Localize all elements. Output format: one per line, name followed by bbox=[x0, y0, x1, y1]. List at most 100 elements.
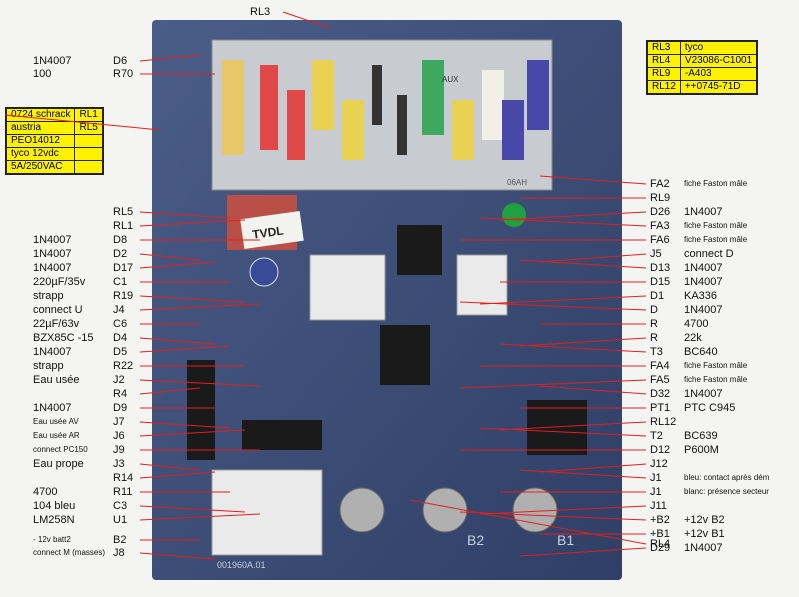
right-label-value: 4700 bbox=[684, 318, 709, 330]
left-label-value: 100 bbox=[33, 68, 52, 80]
left-label-ref: R19 bbox=[113, 290, 134, 302]
left-label-ref: J6 bbox=[113, 430, 125, 442]
right-label-value: fiche Faston mâle bbox=[684, 179, 748, 188]
left-label-value: connect M (masses) bbox=[33, 548, 106, 557]
left-label-ref: R4 bbox=[113, 388, 128, 400]
left-label-ref: D2 bbox=[113, 248, 128, 260]
left-label-value: Eau usée AV bbox=[33, 417, 79, 426]
label-rl4-bottom: RL4 bbox=[650, 538, 671, 550]
left-label-value: - 12v batt2 bbox=[33, 535, 71, 544]
right-label-value: blanc: présence secteur bbox=[684, 487, 769, 496]
right-label-ref: RL9 bbox=[650, 192, 671, 204]
left-label-value: Eau usée AR bbox=[33, 431, 80, 440]
left-label-value: strapp bbox=[33, 360, 64, 372]
left-label-ref: R22 bbox=[113, 360, 134, 372]
right-label-ref: FA2 bbox=[650, 178, 670, 190]
right-label-value: 1N4007 bbox=[684, 304, 723, 316]
left-label-value: 1N4007 bbox=[33, 55, 72, 67]
left-label-ref: U1 bbox=[113, 514, 128, 526]
right-label-value: 1N4007 bbox=[684, 276, 723, 288]
right-label-ref: FA6 bbox=[650, 234, 670, 246]
right-label-ref: J11 bbox=[650, 500, 667, 512]
left-label-ref: D17 bbox=[113, 262, 134, 274]
left-label-ref: R70 bbox=[113, 68, 134, 80]
right-label-ref: D13 bbox=[650, 262, 671, 274]
left-label-value: BZX85C -15 bbox=[33, 332, 94, 344]
right-label-value: 1N4007 bbox=[684, 388, 723, 400]
right-label-ref: D bbox=[650, 304, 658, 316]
right-label-value: 1N4007 bbox=[684, 542, 723, 554]
right-label-ref: FA3 bbox=[650, 220, 670, 232]
relay-rl12 bbox=[380, 325, 430, 385]
left-label-value: 1N4007 bbox=[33, 234, 72, 246]
left-label-ref: R11 bbox=[113, 486, 133, 498]
right-label-ref: FA4 bbox=[650, 360, 670, 372]
left-label-ref: C1 bbox=[113, 276, 128, 288]
left-label-ref: J3 bbox=[113, 458, 125, 470]
right-label-ref: T3 bbox=[650, 346, 663, 358]
left-label-value: Eau prope bbox=[33, 458, 84, 470]
right-label-ref: RL12 bbox=[650, 416, 677, 428]
left-label-ref: RL1 bbox=[113, 220, 134, 232]
left-label-ref: D5 bbox=[113, 346, 128, 358]
left-label-value: 1N4007 bbox=[33, 402, 72, 414]
left-label-value: connect U bbox=[33, 304, 83, 316]
right-label-value: 22k bbox=[684, 332, 702, 344]
right-label-value: 1N4007 bbox=[684, 262, 723, 274]
left-label-ref: J8 bbox=[113, 547, 125, 559]
right-label-ref: D26 bbox=[650, 206, 671, 218]
right-label-value: P600M bbox=[684, 444, 719, 456]
right-label-ref: +B1 bbox=[650, 528, 670, 540]
right-label-value: connect D bbox=[684, 248, 734, 260]
right-label-value: fiche Faston mâle bbox=[684, 221, 748, 230]
right-label-ref: D29 bbox=[650, 542, 671, 554]
fuse-code-text: 06AH bbox=[507, 178, 527, 187]
left-label-value: connect PC150 bbox=[33, 445, 88, 454]
left-label-ref: D6 bbox=[113, 55, 128, 67]
left-label-value: strapp bbox=[33, 290, 64, 302]
right-label-ref: D12 bbox=[650, 444, 671, 456]
right-label-value: bleu: contact après dém bbox=[684, 473, 770, 482]
left-label-value: Eau usée bbox=[33, 374, 80, 386]
right-label-ref: D32 bbox=[650, 388, 671, 400]
right-label-value: fiche Faston mâle bbox=[684, 375, 748, 384]
right-label-value: 1N4007 bbox=[684, 206, 723, 218]
right-label-value: fiche Faston mâle bbox=[684, 361, 748, 370]
right-label-ref: PT1 bbox=[650, 402, 671, 414]
right-label-value: BC640 bbox=[684, 346, 718, 358]
left-label-ref: RL5 bbox=[113, 206, 134, 218]
left-label-ref: D8 bbox=[113, 234, 128, 246]
right-label-value: BC639 bbox=[684, 430, 718, 442]
left-label-ref: B2 bbox=[113, 534, 127, 546]
aux-text: AUX bbox=[442, 75, 459, 84]
right-label-ref: D15 bbox=[650, 276, 671, 288]
left-label-ref: J7 bbox=[113, 416, 125, 428]
right-label-ref: J1 bbox=[650, 472, 662, 484]
svg-text:TVDL: TVDL bbox=[251, 223, 284, 241]
right-label-ref: T2 bbox=[650, 430, 663, 442]
right-label-ref: J12 bbox=[650, 458, 668, 470]
right-label-ref: R bbox=[650, 332, 658, 344]
left-label-ref: C3 bbox=[113, 500, 128, 512]
left-label-value: 104 bleu bbox=[33, 500, 76, 512]
left-label-value: 4700 bbox=[33, 486, 58, 498]
right-label-ref: D1 bbox=[650, 290, 665, 302]
left-label-ref: D9 bbox=[113, 402, 128, 414]
label-rl3-top: RL3 bbox=[250, 6, 271, 18]
right-label-value: +12v B2 bbox=[684, 514, 725, 526]
left-label-value: 1N4007 bbox=[33, 346, 72, 358]
left-label-value: LM258N bbox=[33, 514, 75, 526]
left-label-ref: J2 bbox=[113, 374, 125, 386]
left-label-value: 220µF/35v bbox=[33, 276, 86, 288]
left-label-value: 1N4007 bbox=[33, 262, 72, 274]
b2-silk: B2 bbox=[467, 532, 484, 548]
right-label-ref: R bbox=[650, 318, 658, 330]
right-label-ref: J1 bbox=[650, 486, 662, 498]
right-label-value: +12v B1 bbox=[684, 528, 725, 540]
right-label-value: fiche Faston mâle bbox=[684, 235, 748, 244]
right-label-ref: FA5 bbox=[650, 374, 670, 386]
left-label-ref: C6 bbox=[113, 318, 128, 330]
right-label-ref: +B2 bbox=[650, 514, 670, 526]
